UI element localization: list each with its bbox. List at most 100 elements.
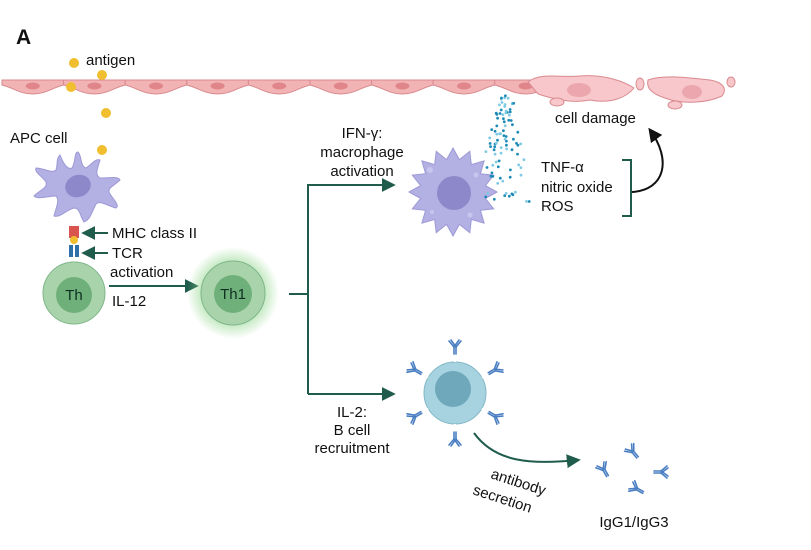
- th1-label: Th1: [220, 286, 246, 303]
- cytokine-dot: [499, 151, 503, 155]
- cytokine-dot: [490, 171, 494, 175]
- cytokine-dot: [500, 101, 504, 104]
- b-cell-receptor-icon: [487, 410, 504, 425]
- cytokine-dot: [519, 173, 523, 177]
- cytokine-dot: [496, 181, 500, 185]
- cytokine-dot: [512, 137, 515, 141]
- mhc-tcr-complex: [69, 226, 79, 257]
- b-cell: [406, 339, 504, 447]
- b-cell-receptor-icon: [406, 361, 423, 376]
- cytokine-dot: [509, 168, 512, 172]
- epithelial-nucleus: [149, 82, 163, 90]
- cytokine-dot: [484, 195, 488, 199]
- cytokine-dot: [496, 165, 500, 169]
- epithelium-layer: [1, 79, 557, 95]
- b-cell-receptor-icon: [487, 361, 504, 376]
- b-cell-receptor-icon: [406, 410, 423, 425]
- cytokine-dot: [502, 117, 505, 121]
- cytokine-dot: [485, 166, 489, 169]
- epithelial-nucleus: [87, 82, 102, 90]
- ros-label: ROS: [541, 198, 574, 215]
- branch-connector: [289, 178, 396, 401]
- cytokine-dot: [502, 134, 506, 138]
- antibody-icon: [628, 480, 645, 495]
- cytokine-dot: [494, 160, 498, 164]
- cytokine-dot: [496, 138, 499, 142]
- cytokine-dot: [503, 105, 507, 108]
- il2-label-line2: B cell: [334, 422, 371, 439]
- cytokine-dot: [486, 192, 490, 196]
- receptor-stalk: [419, 407, 429, 414]
- cytokine-dot: [511, 123, 514, 127]
- cytokine-dot: [504, 192, 508, 195]
- cytokine-dot: [499, 146, 503, 150]
- cytokine-dot: [498, 176, 502, 180]
- epithelial-nucleus: [333, 82, 348, 90]
- mediator-bracket: [622, 159, 632, 217]
- cytokine-dot: [522, 158, 526, 162]
- secreted-antibodies: [595, 442, 669, 495]
- cytokine-dot: [505, 147, 508, 151]
- epithelial-nucleus: [272, 82, 287, 90]
- tcr-label: TCR: [112, 245, 143, 262]
- epithelial-nucleus: [518, 82, 533, 90]
- macrophage: [407, 146, 499, 238]
- damaged-epithelial-cells: [527, 75, 736, 110]
- secretion-arrow: [473, 432, 581, 469]
- cytokine-dot: [499, 108, 503, 112]
- cytokine-dot: [494, 111, 498, 115]
- cytokine-dot: [504, 135, 508, 138]
- cytokine-dot: [504, 94, 507, 98]
- b-cell-receptor-icon: [448, 339, 462, 355]
- cytokine-dot: [514, 190, 517, 194]
- antibody-icon: [595, 461, 610, 478]
- cytokine-dot: [504, 111, 508, 115]
- cytokine-dot: [492, 148, 496, 152]
- cytokine-dot: [498, 112, 502, 115]
- cytokine-dot: [497, 159, 501, 163]
- cytokine-dot: [516, 143, 520, 147]
- b-cell-receptor-icon: [448, 431, 462, 447]
- il2-label-line1: IL-2:: [337, 404, 367, 421]
- mhc-label: MHC class II: [112, 225, 197, 242]
- cytokine-dot: [501, 113, 505, 116]
- cytokine-dot: [512, 101, 516, 105]
- cytokine-dot: [527, 200, 531, 203]
- cytokine-dot: [489, 145, 492, 149]
- cytokine-dot: [505, 143, 508, 147]
- cytokine-dot: [508, 108, 512, 111]
- cytokine-dot: [511, 193, 515, 197]
- ifn-label-line3: activation: [330, 163, 393, 180]
- apc-cell: [33, 151, 121, 223]
- th-cell: [42, 261, 106, 325]
- tnf-label: TNF-α: [541, 159, 584, 176]
- cytokine-dot: [493, 152, 497, 156]
- receptor-stalk: [481, 407, 491, 414]
- cytokine-dot: [495, 124, 499, 128]
- cytokine-dot: [490, 128, 494, 132]
- igg-label: IgG1/IgG3: [599, 514, 668, 531]
- cytokine-dot: [508, 110, 512, 114]
- cytokine-dot: [503, 137, 507, 141]
- receptor-stalk: [481, 372, 491, 379]
- cytokine-dot: [516, 130, 520, 134]
- ifn-label-line1: IFN-γ:: [342, 125, 383, 142]
- cytokine-dot: [491, 175, 495, 178]
- cytokine-dot: [498, 132, 501, 136]
- antigen-particles: [66, 58, 111, 155]
- cytokine-dot: [493, 145, 497, 149]
- activation-label: activation: [110, 264, 173, 281]
- cytokine-dot: [498, 103, 501, 107]
- cytokine-dot: [525, 200, 528, 203]
- epithelial-nucleus: [395, 82, 410, 90]
- cytokine-dot: [488, 142, 492, 145]
- damage-arrow: [631, 127, 664, 193]
- cytokine-dot: [495, 132, 499, 136]
- cytokine-dot: [508, 175, 512, 179]
- cytokine-dot: [500, 96, 503, 100]
- cytokine-dot: [492, 197, 496, 201]
- antibody-icon: [653, 465, 669, 479]
- th-label: Th: [65, 287, 83, 304]
- panel-label: A: [16, 26, 31, 49]
